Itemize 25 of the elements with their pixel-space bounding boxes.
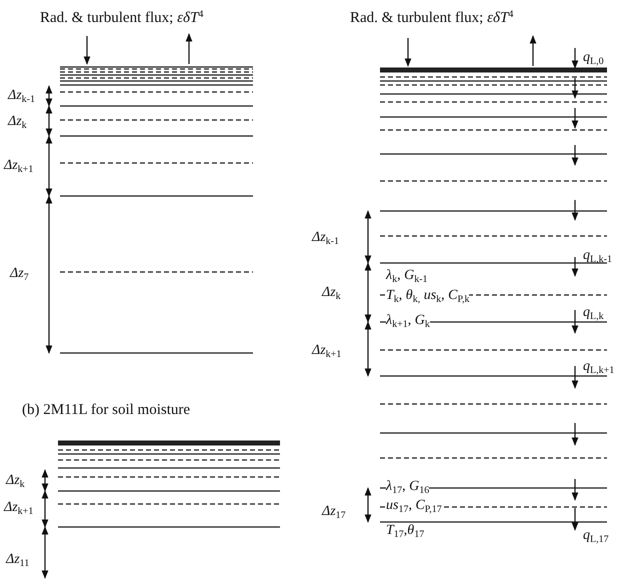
- dimension-label: Δz$_{k+1}$: [4, 158, 34, 174]
- variable-label: T$_{k}$, θ$_{k,}$ us$_{k}$, C$_{P,k}$: [386, 288, 470, 304]
- variable-label: λ$_{k}$, G$_{k-1}$: [386, 268, 428, 284]
- flux-label: q$_{L,0}$: [583, 50, 604, 66]
- variable-label: λ$_{17}$, G$_{16}$: [386, 479, 430, 495]
- flux-label: q$_{L,k+1}$: [583, 359, 614, 375]
- variable-label: λ$_{k+1}$, G$_{k}$: [386, 313, 430, 329]
- dimension-label: Δz$_{k+1}$: [312, 343, 342, 359]
- dimension-label: Δz$_{k}$: [322, 285, 341, 301]
- variable-label: T$_{17}$,θ$_{17}$: [386, 523, 424, 539]
- dimension-label: Δz$_{k}$: [8, 114, 27, 130]
- dimension-label: Δz$_{k}$: [6, 473, 25, 489]
- heading-label: Rad. & turbulent flux; εδT$^{4}$: [40, 10, 204, 26]
- dimension-label: Δz$_{k+1}$: [4, 500, 34, 516]
- dimension-label: Δz$_{11}$: [6, 552, 30, 568]
- panel-title: (b) 2M11L for soil moisture: [22, 402, 190, 418]
- flux-label: q$_{L,17}$: [583, 528, 609, 544]
- dimension-label: Δz$_{k-1}$: [312, 230, 340, 246]
- variable-label: us$_{17}$, C$_{P,17}$: [386, 498, 442, 514]
- dimension-label: Δz$_{7}$: [10, 266, 29, 282]
- flux-label: q$_{L,k-1}$: [583, 248, 612, 264]
- dimension-label: Δz$_{17}$: [322, 504, 346, 520]
- flux-label: q$_{L,k}$: [583, 305, 604, 321]
- heading-label: Rad. & turbulent flux; εδT$^{4}$: [350, 10, 514, 26]
- dimension-label: Δz$_{k-1}$: [8, 88, 36, 104]
